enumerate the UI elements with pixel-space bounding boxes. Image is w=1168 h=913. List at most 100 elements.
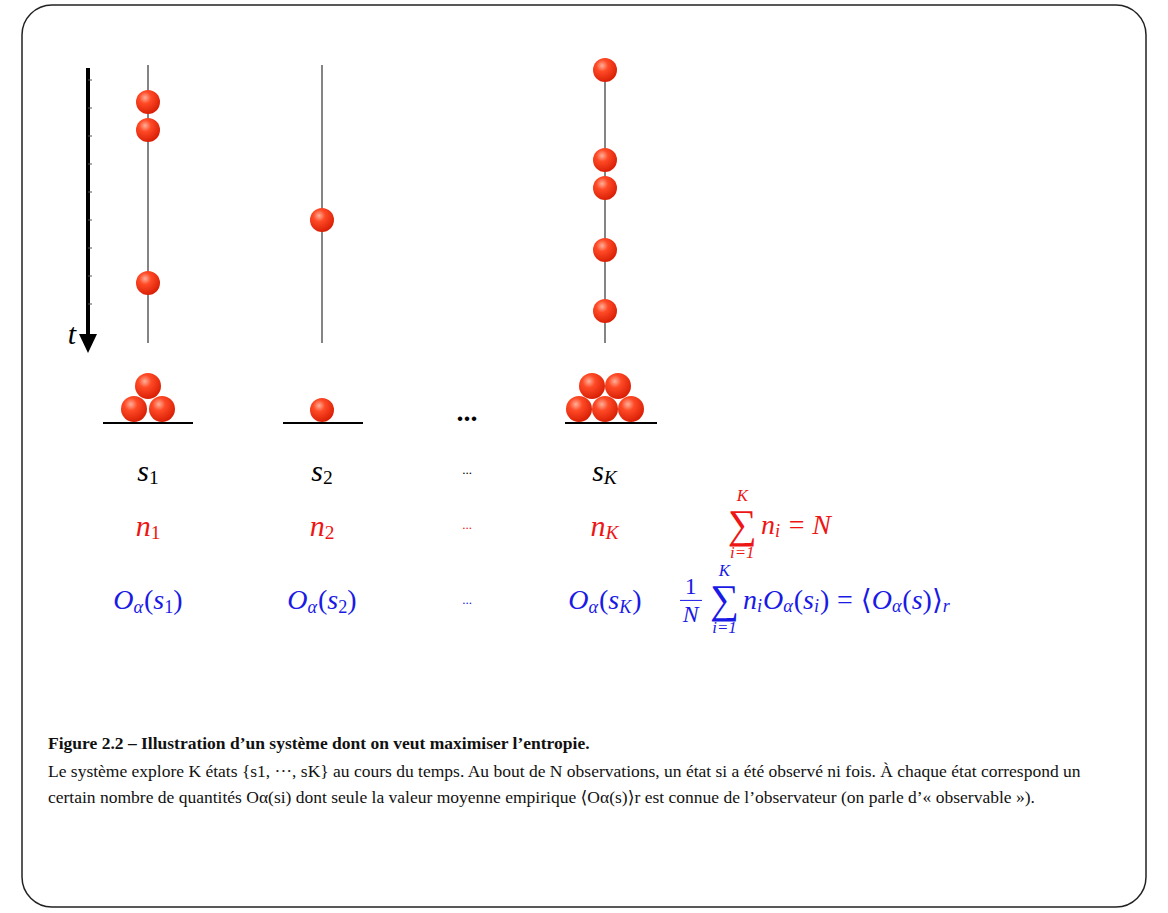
math-symbol: s bbox=[592, 454, 604, 487]
sum-limit: K bbox=[737, 488, 748, 505]
math-symbol: ( bbox=[794, 585, 803, 616]
mean-formula: 1NK∑i=1niOα(si)=⟨Oα(s)⟩r bbox=[680, 563, 951, 637]
math-symbol: s bbox=[327, 585, 338, 616]
math-symbol: i bbox=[814, 596, 819, 616]
observable-label: Oα(sK) bbox=[568, 585, 641, 616]
sum-limit: K bbox=[719, 563, 730, 580]
figure-frame bbox=[22, 5, 1146, 907]
math-symbol: = bbox=[837, 585, 853, 616]
ball bbox=[592, 396, 618, 422]
math-symbol: i bbox=[757, 596, 762, 616]
time-arrowhead bbox=[79, 334, 97, 353]
math-symbol: ... bbox=[462, 593, 472, 607]
sum-sign: ∑ bbox=[728, 505, 757, 546]
math-symbol: ) bbox=[173, 585, 182, 616]
ball bbox=[566, 396, 592, 422]
fraction: 1N bbox=[680, 573, 702, 626]
math-symbol: n bbox=[743, 585, 757, 616]
ellipsis: ... bbox=[462, 518, 472, 532]
sum-sign: ∑ bbox=[710, 580, 739, 621]
math-symbol: 1 bbox=[164, 596, 173, 616]
math-symbol: 1 bbox=[151, 521, 161, 542]
math-symbol: O bbox=[287, 585, 307, 616]
ball bbox=[310, 208, 334, 232]
ellipsis: ... bbox=[462, 593, 472, 607]
math-symbol: s bbox=[311, 454, 323, 487]
time-label: t bbox=[68, 317, 76, 350]
tick bbox=[88, 136, 92, 137]
count-label: n2 bbox=[310, 509, 335, 542]
fraction-denominator: N bbox=[680, 600, 702, 627]
tick bbox=[88, 164, 92, 165]
ball bbox=[593, 176, 617, 200]
math-symbol: 2 bbox=[323, 466, 333, 487]
math-symbol: ( bbox=[902, 585, 911, 616]
ball bbox=[310, 398, 334, 422]
math-symbol: N bbox=[812, 510, 831, 541]
math-symbol: ⟨ bbox=[861, 585, 872, 616]
math-symbol: α bbox=[892, 596, 902, 616]
math-symbol: ( bbox=[318, 585, 327, 616]
state-label: s2 bbox=[311, 454, 332, 487]
caption-body: Le système explore K états {s1, ···, sK}… bbox=[48, 758, 1123, 810]
sum-operator: K∑i=1 bbox=[728, 488, 757, 562]
math-symbol: n bbox=[136, 509, 151, 542]
math-symbol: ) bbox=[923, 585, 932, 616]
figure-caption: Figure 2.2 – Illustration d’un système d… bbox=[48, 733, 1123, 754]
math-symbol: O bbox=[763, 585, 783, 616]
math-symbol: ) bbox=[820, 585, 829, 616]
tick bbox=[88, 80, 92, 81]
math-symbol: α bbox=[783, 596, 793, 616]
math-symbol: s bbox=[803, 585, 814, 616]
math-symbol: 1 bbox=[149, 466, 159, 487]
state-timelines bbox=[148, 60, 605, 343]
tick bbox=[88, 192, 92, 193]
ball-piles bbox=[121, 373, 644, 422]
math-symbol: 2 bbox=[325, 521, 335, 542]
pile-baselines bbox=[103, 422, 657, 424]
ball bbox=[136, 90, 160, 114]
math-symbol: r bbox=[943, 596, 950, 616]
math-symbol: α bbox=[134, 596, 144, 616]
math-symbol: s bbox=[912, 585, 923, 616]
state-label: sK bbox=[592, 454, 618, 487]
ball bbox=[579, 373, 605, 399]
ball bbox=[605, 373, 631, 399]
count-label: nK bbox=[591, 509, 620, 542]
math-symbol: K bbox=[619, 596, 631, 616]
math-symbol: ( bbox=[144, 585, 153, 616]
math-symbol: ... bbox=[462, 518, 472, 532]
ball bbox=[593, 58, 617, 82]
ball bbox=[618, 396, 644, 422]
math-symbol: ... bbox=[462, 463, 472, 477]
ellipsis: ... bbox=[457, 397, 478, 428]
math-symbol: = bbox=[789, 510, 805, 541]
tick bbox=[88, 108, 92, 109]
time-ticks bbox=[88, 80, 92, 304]
math-symbol: s bbox=[153, 585, 164, 616]
tick bbox=[88, 304, 92, 305]
sum-limit: i=1 bbox=[712, 620, 736, 637]
math-symbol: ) bbox=[347, 585, 356, 616]
fraction-numerator: 1 bbox=[682, 573, 700, 599]
tick bbox=[88, 276, 92, 277]
baseline bbox=[103, 422, 193, 424]
timeline bbox=[321, 65, 322, 343]
count-sum-formula: K∑i=1ni=N bbox=[725, 488, 831, 562]
observation-balls bbox=[136, 58, 617, 323]
tick bbox=[88, 220, 92, 221]
state-label: s1 bbox=[137, 454, 158, 487]
math-symbol: n bbox=[310, 509, 325, 542]
math-symbol: O bbox=[568, 585, 588, 616]
math-symbol: t bbox=[68, 317, 76, 350]
math-symbol: s bbox=[137, 454, 149, 487]
math-symbol: K bbox=[604, 466, 617, 487]
math-symbol: ... bbox=[457, 397, 478, 428]
math-symbol: K bbox=[606, 521, 619, 542]
sum-operator: K∑i=1 bbox=[710, 563, 739, 637]
count-label: n1 bbox=[136, 509, 161, 542]
ellipsis: ... bbox=[462, 463, 472, 477]
ball bbox=[149, 396, 175, 422]
ball bbox=[136, 118, 160, 142]
